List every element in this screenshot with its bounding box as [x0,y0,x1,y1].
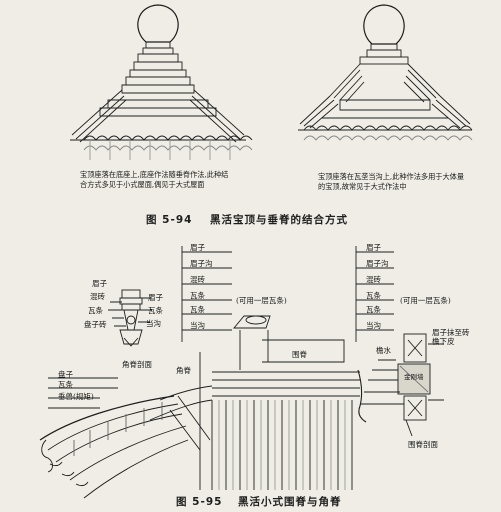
label-meizi-right: 眉子 [148,293,163,302]
label-gutter: 檐水 [376,346,391,355]
figure-number-94: 图 5-94 [146,214,193,226]
label-corner-section: 角脊剖面 [122,360,152,369]
finial-left [70,4,253,160]
finial-right [298,4,473,141]
small-ridge-section [108,289,152,347]
caption-right: 宝顶座落在瓦垄当沟上,此种作法多用于大体量的宝顶,故常见于大式作法中 [318,172,465,191]
corner-ridge-drawing [39,377,189,499]
label-panzi: 盘子 [58,370,73,379]
mid-layer-1: 眉子 [190,243,205,252]
label-panzizhuan: 盘子砖 [84,320,107,329]
right-layer-4: 瓦条 [366,291,381,300]
right-layer-1: 眉子 [366,243,381,252]
figure-title-94: 黑活宝顶与垂脊的结合方式 [210,214,348,226]
label-wei-section: 围脊剖面 [408,440,438,449]
label-chuishou: 垂兽(规矩) [58,392,94,401]
mid-layer-4: 瓦条 [190,291,205,300]
label-watiao-corner: 瓦条 [58,380,73,389]
figure-number-95: 图 5-95 [176,496,223,508]
label-weiji: 围脊 [292,350,307,359]
right-note: (可用一层瓦条) [400,296,451,305]
mid-note: (可用一层瓦条) [236,296,287,305]
mid-layer-5: 瓦条 [190,305,205,314]
ridge-section-drawing [355,246,444,437]
label-watiao: 瓦条 [88,306,103,315]
right-layer-5: 瓦条 [366,305,381,314]
label-watiao-right: 瓦条 [148,306,163,315]
enclosing-ridge-drawing [149,246,360,490]
label-hunzhuan: 混砖 [90,292,105,301]
label-danggou-right: 当沟 [146,319,161,328]
mid-layer-6: 当沟 [190,321,205,330]
label-jiaoji: 角脊 [176,366,191,375]
label-jingangqiang: 金刚墙 [404,373,424,381]
right-layer-2: 眉子沟 [366,259,389,268]
caption-left: 宝顶座落在底座上,底座作法随垂脊作法,此种结合方式多见于小式屋面,偶见于大式屋面 [80,170,229,189]
label-meizi: 眉子 [92,279,107,288]
right-layer-3: 混砖 [366,275,381,284]
figure-title-95: 黑活小式围脊与角脊 [238,496,342,508]
right-layer-6: 当沟 [366,321,381,330]
mid-layer-2: 眉子沟 [190,259,213,268]
mid-layer-3: 混砖 [190,275,205,284]
label-mortar-note: 眉子抹至砖檐下皮 [432,328,470,346]
